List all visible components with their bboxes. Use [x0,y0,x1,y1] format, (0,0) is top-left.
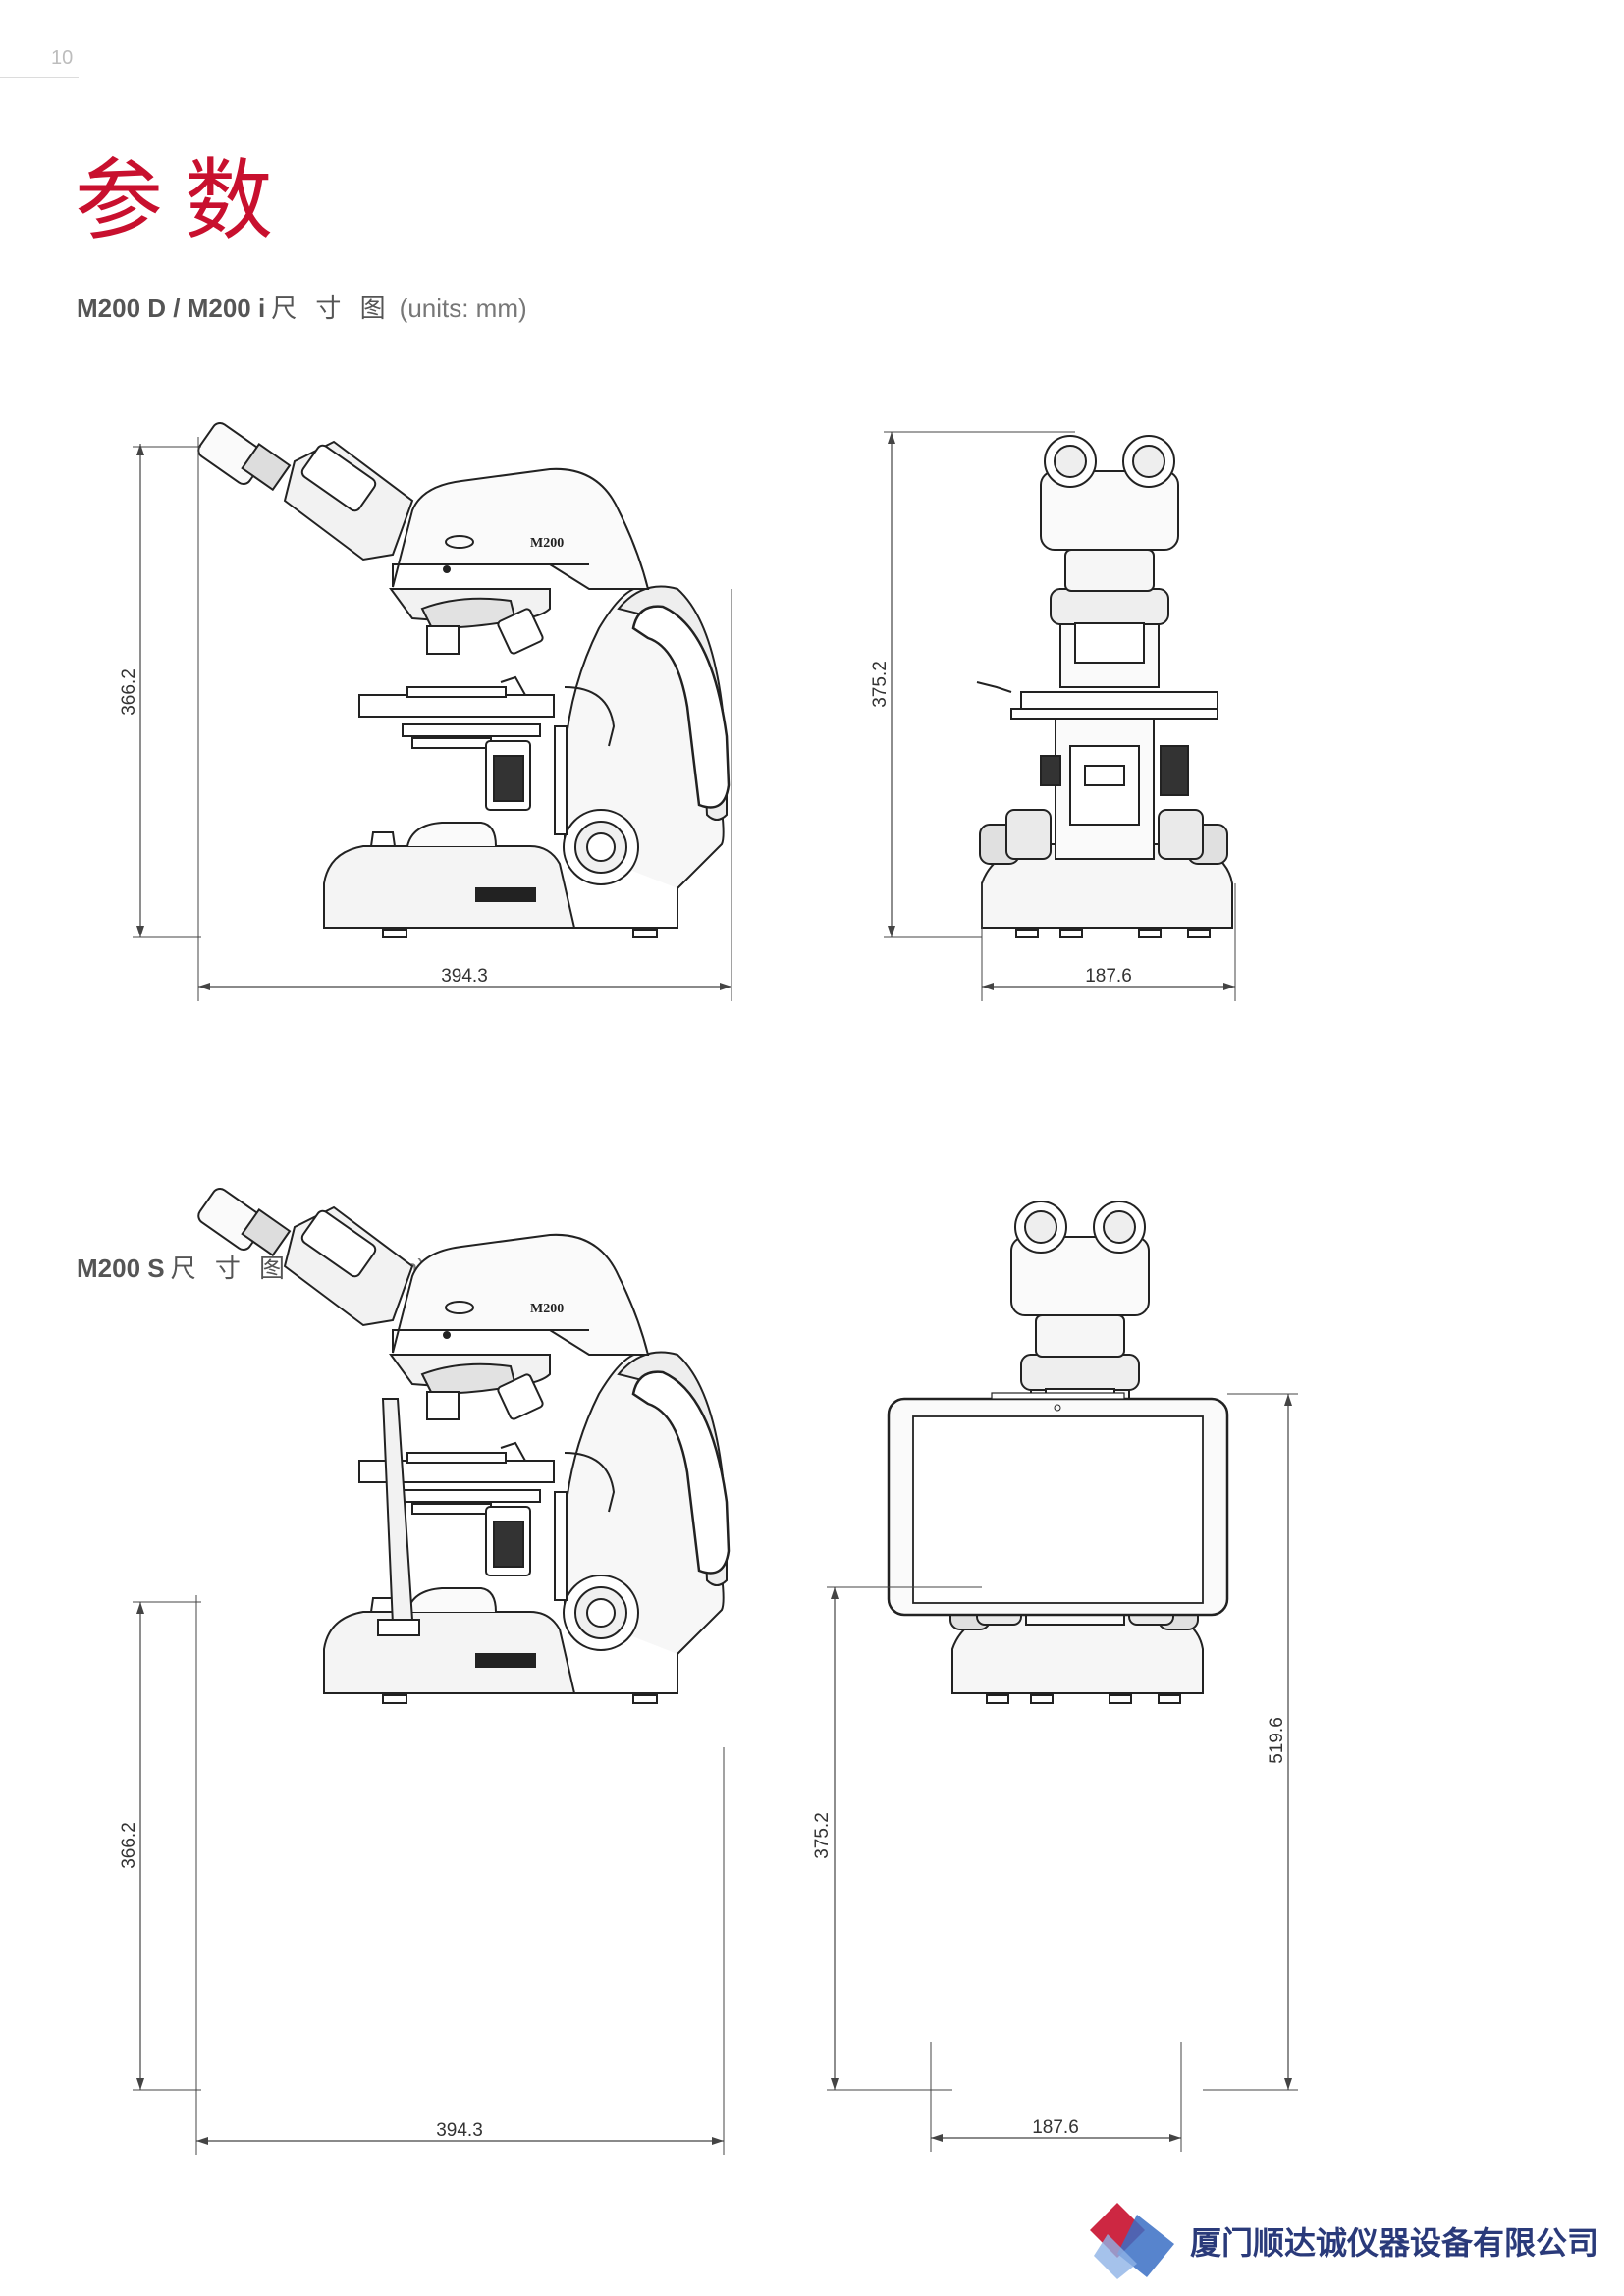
front-total-height-2: 519.6 [1267,1717,1287,1764]
side-view-2: M200 366.2 394.3 [119,1184,731,2155]
brand-label: M200 [530,536,564,551]
company-logo [1090,2203,1174,2279]
side-width-2: 394.3 [436,2120,483,2141]
section-2-model: M200 S [77,1254,165,1283]
page-title: 参数 [75,149,295,252]
front-height-2: 375.2 [812,1812,833,1859]
section-2-label: 尺 寸 图 [170,1254,292,1283]
front-view-2: 375.2 519.6 187.6 [812,1201,1298,2152]
section-1-label: 尺 寸 图 [271,294,392,323]
front-width-1: 187.6 [1085,966,1132,987]
side-height-1: 366.2 [119,668,139,716]
section-1-units: (units: mm) [399,294,527,323]
side-view-1: M200 366.2 394.3 [119,418,732,1001]
company-name: 厦门顺达诚仪器设备有限公司 [1190,2224,1599,2262]
page-number-rule [0,77,79,78]
front-height-1: 375.2 [870,661,891,708]
side-width-1: 394.3 [441,966,488,987]
page-number: 10 [51,47,74,69]
brand-label-2: M200 [530,1302,564,1316]
front-view-1: 375.2 187.6 [870,431,1236,1001]
front-width-2: 187.6 [1032,2117,1079,2138]
side-height-2: 366.2 [119,1822,139,1869]
section-1-model: M200 D / M200 i [77,294,266,323]
